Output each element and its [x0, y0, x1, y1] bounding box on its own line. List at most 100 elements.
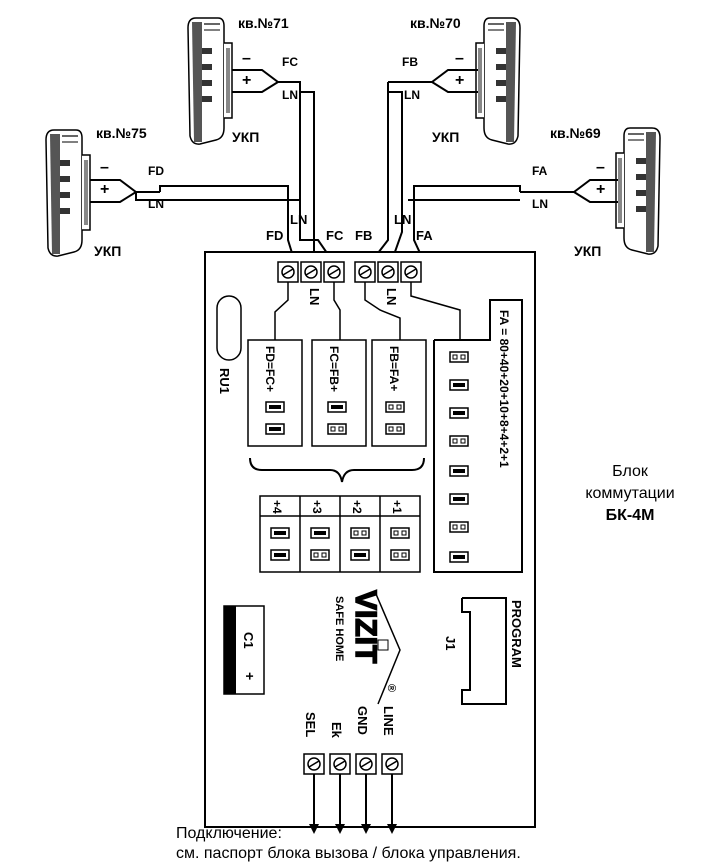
minus-label: –	[100, 159, 109, 176]
output-arrows	[309, 774, 397, 834]
screw-terminal-icon	[329, 753, 351, 775]
jumper-closed-icon	[350, 549, 370, 561]
unit-label: УКП	[94, 243, 121, 259]
signal-label: FB	[402, 55, 418, 69]
jumper-closed-icon	[270, 527, 290, 539]
jumper-open-icon	[350, 527, 370, 539]
jumper-group-label: FB=FA+	[387, 346, 401, 391]
unit-label: УКП	[574, 243, 601, 259]
jumper-closed-icon	[327, 401, 347, 413]
selector-label: +3	[310, 500, 324, 514]
jumper-open-icon	[310, 549, 330, 561]
ru1-component	[216, 295, 242, 361]
jumper-open-icon	[327, 423, 347, 435]
screw-terminal-icon	[400, 261, 422, 283]
inner-ln-label: LN	[307, 288, 322, 305]
signal-label: FD	[148, 164, 164, 178]
ru1-label: RU1	[217, 368, 232, 394]
screw-terminal-icon	[277, 261, 299, 283]
unit-label: УКП	[432, 129, 459, 145]
fa-address-strip: FA = 80+40+20+10+8+4+2+1	[433, 299, 523, 573]
handset-icon	[187, 17, 233, 145]
arrow-down-icon	[361, 824, 371, 834]
apt-label: кв.№71	[238, 15, 289, 31]
jumper-closed-icon	[310, 527, 330, 539]
fa-strip-label: FA = 80+40+20+10+8+4+2+1	[497, 310, 511, 468]
screw-terminal-icon	[377, 261, 399, 283]
selector-label: +2	[350, 500, 364, 514]
jumper-open-icon	[385, 423, 405, 435]
plus-label: +	[596, 181, 605, 198]
terminal-label-ln1: LN	[290, 212, 307, 227]
handset-icon	[616, 128, 660, 254]
jumper-open-icon	[449, 435, 469, 447]
jumper-open-icon	[449, 521, 469, 533]
terminal-label-ln2: LN	[394, 212, 411, 227]
intercom-apt-70: кв.№70 – + FB LN УКП	[388, 15, 520, 145]
apt-label: кв.№70	[410, 15, 461, 31]
jumper-closed-icon	[449, 465, 469, 477]
logo-sub: SAFE HOME	[333, 596, 345, 661]
c1-label: C1	[241, 632, 256, 649]
selector-label: +4	[270, 500, 284, 514]
jumper-open-icon	[449, 351, 469, 363]
address-selector: +4 +3 +2 +1	[259, 495, 421, 573]
c1-plus-label: +	[242, 672, 258, 680]
jumper-group-label: FD=FC+	[263, 346, 277, 392]
inner-ln-label: LN	[384, 288, 399, 305]
signal-label: FA	[532, 164, 548, 178]
jumper-closed-icon	[449, 551, 469, 563]
top-terminal-labels: FD LN FC FB LN FA	[266, 212, 433, 243]
footer-line1: Подключение:	[176, 825, 282, 842]
block-title: Блок коммутации БК-4М	[585, 463, 674, 524]
screw-terminal-icon	[355, 753, 377, 775]
minus-label: –	[596, 159, 605, 176]
selector-label: +1	[390, 500, 404, 514]
minus-label: –	[242, 50, 251, 67]
program-label: PROGRAM	[509, 600, 524, 668]
terminal-label-line: LINE	[381, 706, 396, 736]
terminal-label-fc: FC	[326, 228, 344, 243]
jumper-closed-icon	[449, 493, 469, 505]
handset-icon	[476, 18, 520, 144]
jumper-group-fb-fa: FB=FA+	[371, 339, 427, 447]
window-icon	[377, 639, 389, 651]
block-title-line1: Блок	[612, 463, 649, 480]
unit-label: УКП	[232, 129, 259, 145]
terminal-label-gnd: GND	[355, 706, 370, 735]
brace-connector	[249, 457, 425, 483]
logo-main: VIZIT	[349, 590, 382, 663]
apt-label: кв.№75	[96, 125, 147, 141]
block-title-model: БК-4М	[606, 507, 655, 524]
terminal-label-sel: SEL	[303, 712, 318, 737]
board-traces	[274, 282, 461, 340]
terminal-label-fa: FA	[416, 228, 433, 243]
capacitor-c1: C1 +	[223, 605, 265, 695]
jumper-closed-icon	[265, 423, 285, 435]
plus-label: +	[242, 72, 251, 89]
plus-label: +	[455, 72, 464, 89]
roof-icon	[375, 593, 401, 705]
line-label: LN	[282, 88, 298, 102]
screw-terminal-icon	[381, 753, 403, 775]
signal-label: FC	[282, 55, 298, 69]
jumper-group-fc-fb: FC=FB+	[311, 339, 367, 447]
screw-terminal-icon	[323, 261, 345, 283]
jumper-group-fd-fc: FD=FC+	[247, 339, 303, 447]
jumper-closed-icon	[265, 401, 285, 413]
vizit-logo: VIZIT SAFE HOME ®	[333, 589, 401, 705]
intercom-apt-69: кв.№69 – + FA LN УКП	[520, 125, 660, 259]
terminal-label-ek: Ek	[329, 722, 344, 739]
line-label: LN	[404, 88, 420, 102]
screw-terminal-icon	[354, 261, 376, 283]
intercom-apt-71: кв.№71 – + FC LN УКП	[187, 15, 300, 145]
terminal-label-fb: FB	[355, 228, 372, 243]
screw-terminal-icon	[303, 753, 325, 775]
jumper-open-icon	[390, 549, 410, 561]
logo-reg: ®	[385, 684, 397, 692]
jumper-closed-icon	[449, 379, 469, 391]
plus-label: +	[100, 181, 109, 198]
jumper-group-label: FC=FB+	[327, 346, 341, 392]
arrow-down-icon	[309, 824, 319, 834]
